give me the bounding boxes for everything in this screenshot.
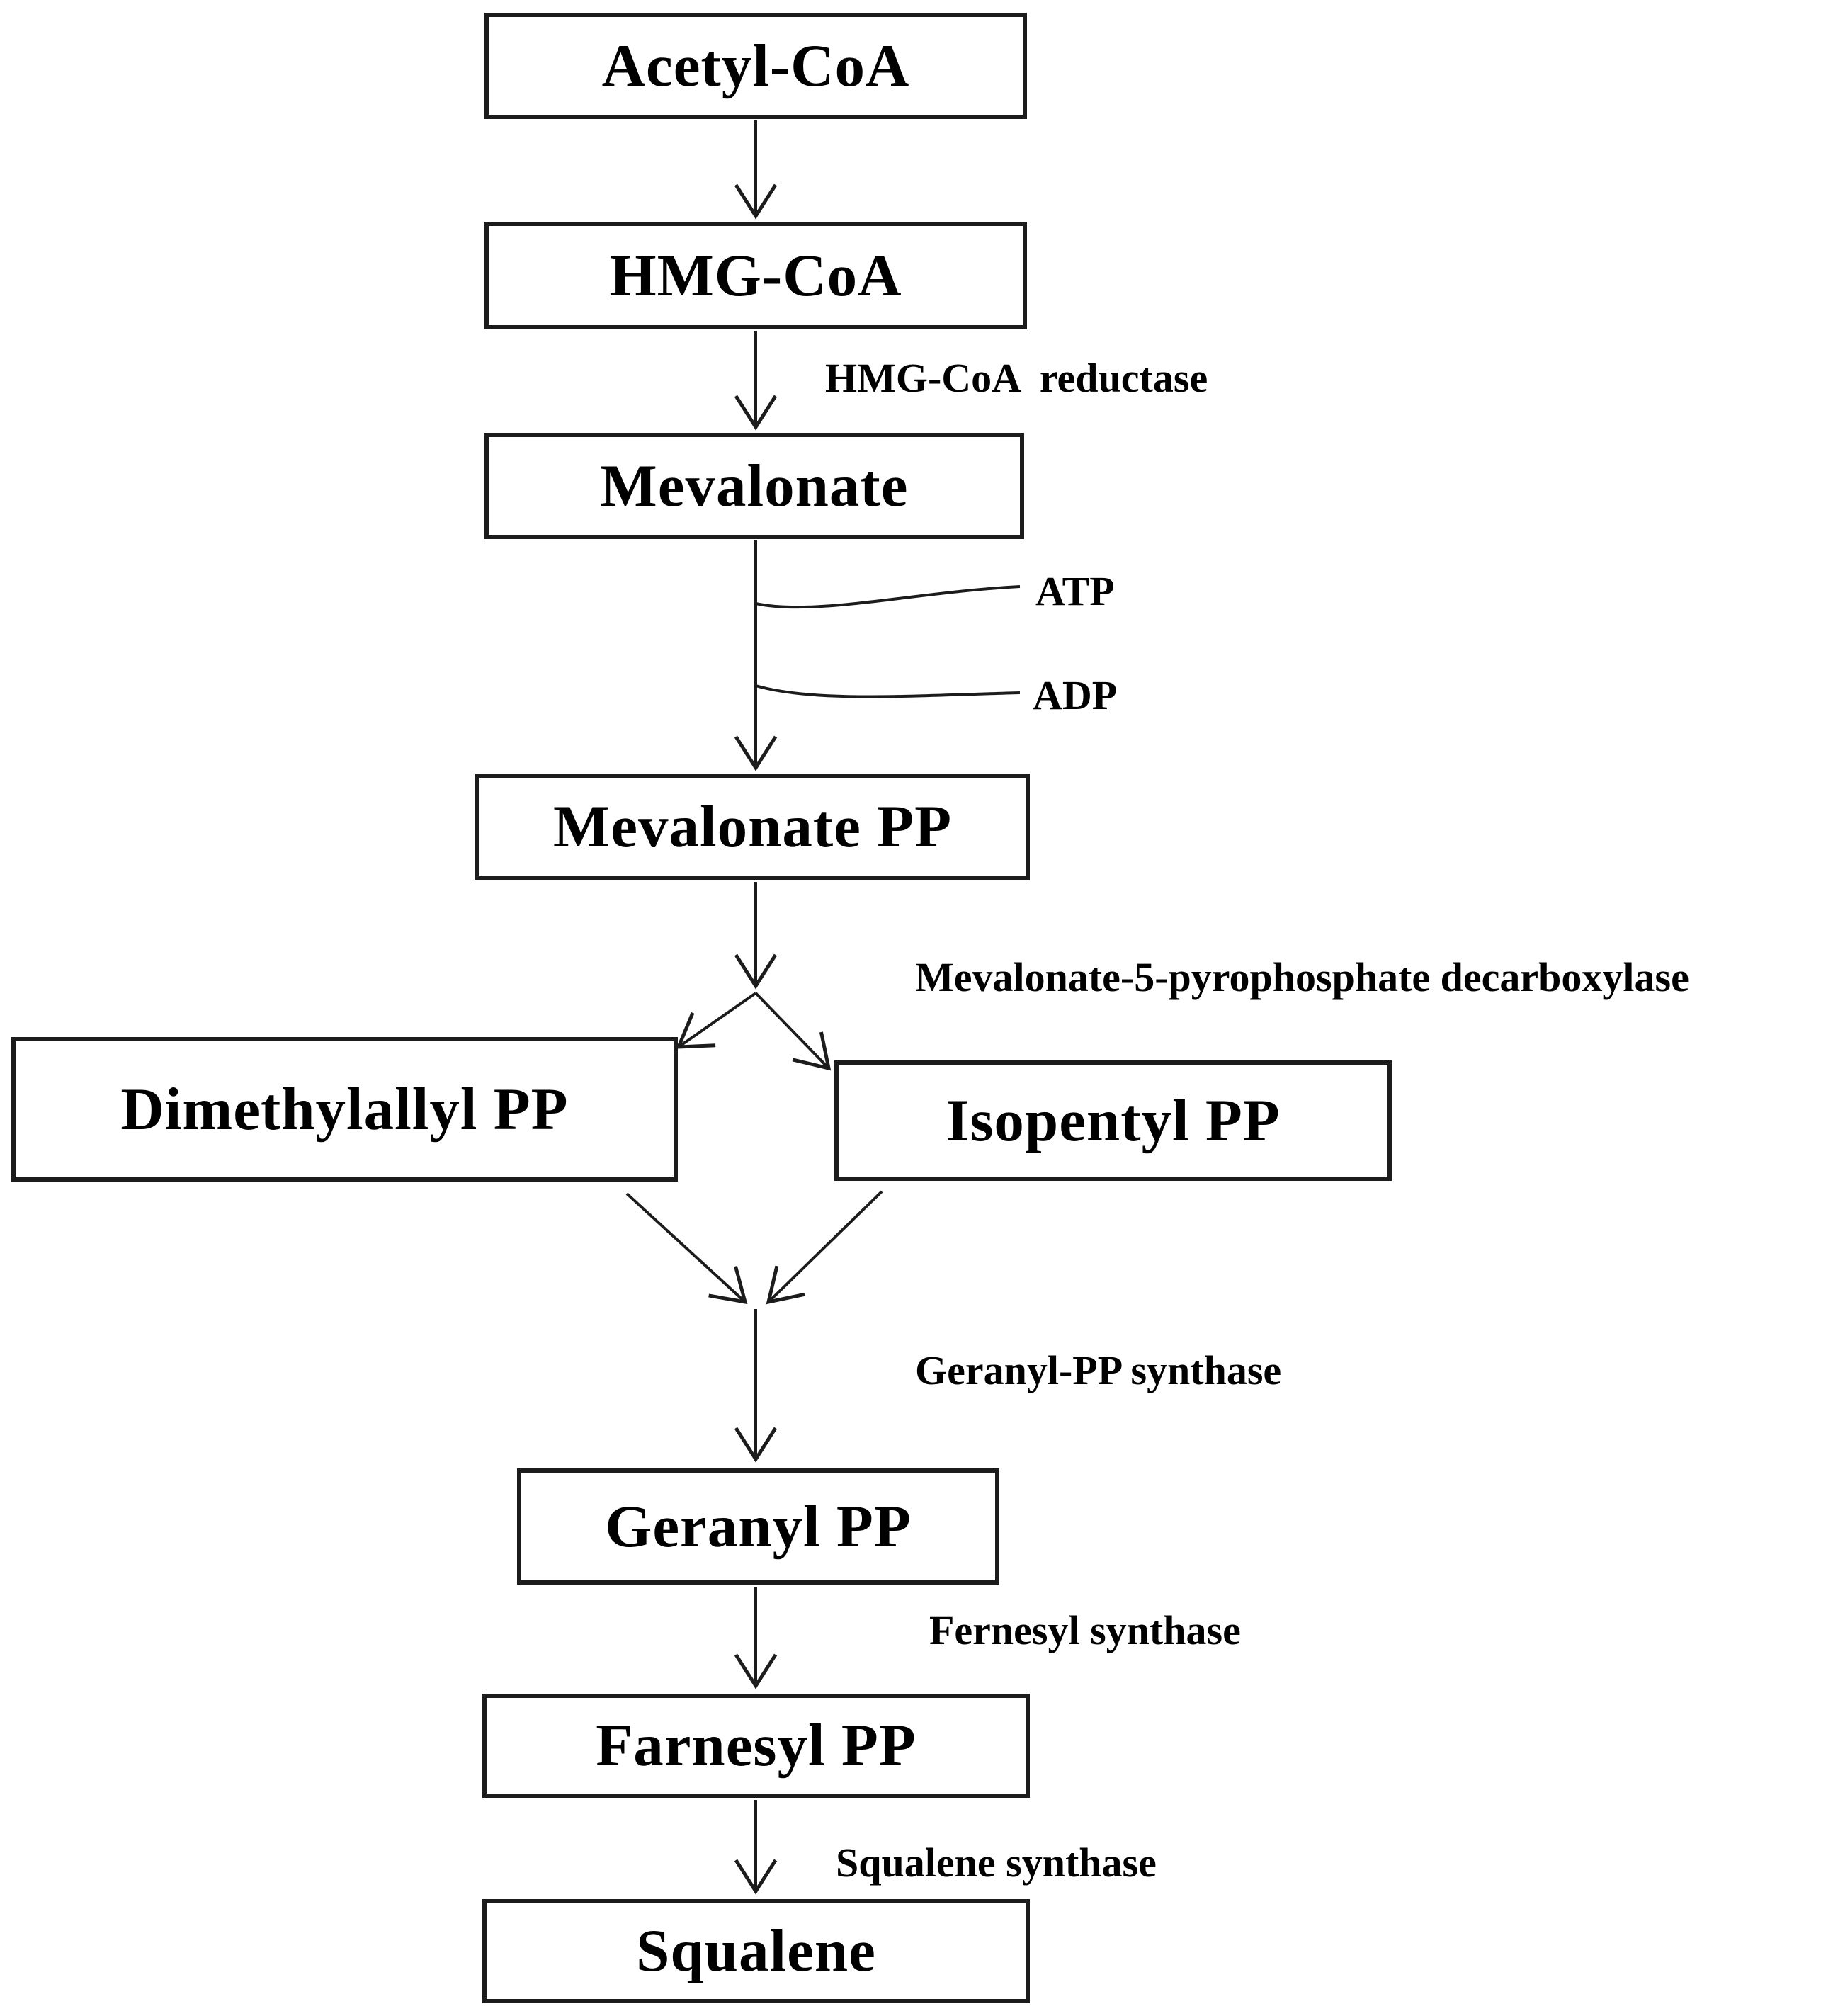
enzyme-label-hmg-coa-reductase: HMG-CoA reductase: [825, 355, 1208, 401]
node-mevalonate: Mevalonate: [484, 433, 1024, 539]
connector-adp: [755, 684, 1021, 698]
connector-atp: [755, 585, 1021, 609]
arrow-split-to-isopentyl: [754, 992, 832, 1071]
arrow-split-to-dimethylallyl: [676, 992, 757, 1049]
node-farnesyl-pp: Farnesyl PP: [482, 1694, 1030, 1798]
node-mevalonate-pp: Mevalonate PP: [475, 774, 1030, 880]
cofactor-label-atp: ATP: [1035, 568, 1115, 614]
node-isopentyl-pp: Isopentyl PP: [834, 1060, 1392, 1181]
node-acetyl-coa: Acetyl-CoA: [484, 13, 1027, 119]
enzyme-label-mevalonate-5-pyrophosphate-decarboxylase: Mevalonate-5-pyrophosphate decarboxylase: [915, 954, 1689, 1000]
arrow-isopentyl-to-merge: [766, 1190, 883, 1305]
enzyme-label-geranyl-pp-synthase: Geranyl-PP synthase: [915, 1347, 1282, 1393]
enzyme-label-squalene-synthase: Squalene synthase: [836, 1840, 1157, 1886]
enzyme-label-fernesyl-synthase: Fernesyl synthase: [929, 1607, 1241, 1653]
node-hmg-coa: HMG-CoA: [484, 222, 1027, 329]
cofactor-label-adp: ADP: [1033, 672, 1118, 718]
node-dimethylallyl-pp: Dimethylallyl PP: [11, 1037, 678, 1182]
node-squalene: Squalene: [482, 1899, 1030, 2003]
node-geranyl-pp: Geranyl PP: [517, 1468, 999, 1585]
arrow-dimethylallyl-to-merge: [625, 1192, 748, 1305]
